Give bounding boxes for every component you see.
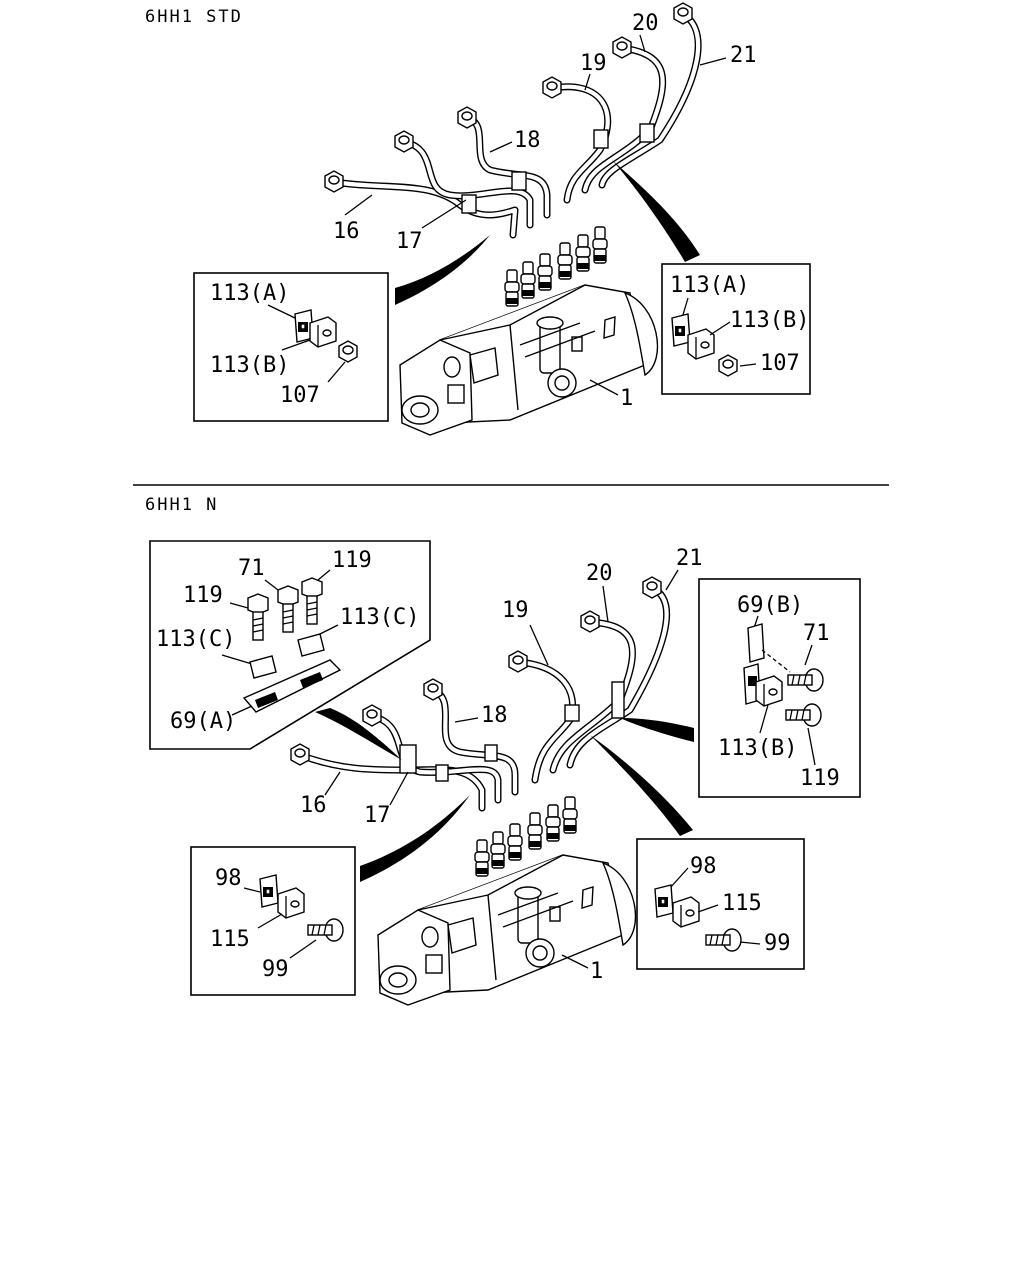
detail-pointer-bottomright-n (590, 735, 693, 836)
inset-bottomright-n: 98 115 99 (636, 838, 805, 970)
detail-pointer-topright-n (620, 718, 694, 742)
svg-text:99: 99 (764, 931, 791, 956)
svg-text:16: 16 (333, 219, 360, 244)
svg-text:113(C): 113(C) (340, 605, 419, 630)
svg-text:113(A): 113(A) (210, 281, 289, 306)
inset-bottomleft-n: 98 115 99 (190, 846, 356, 996)
svg-text:71: 71 (803, 621, 830, 646)
svg-text:69(A): 69(A) (170, 709, 236, 734)
inset-right-std: 113(A) 113(B) 107 (661, 263, 811, 395)
svg-text:98: 98 (215, 866, 242, 891)
svg-text:18: 18 (481, 703, 508, 728)
svg-text:20: 20 (586, 561, 613, 586)
svg-text:19: 19 (502, 598, 529, 623)
detail-pointer-bottomleft-n (360, 795, 470, 882)
injection-pipes-n (290, 576, 671, 812)
svg-text:20: 20 (632, 11, 659, 36)
svg-text:119: 119 (183, 583, 223, 608)
svg-text:107: 107 (760, 351, 800, 376)
svg-text:17: 17 (364, 803, 391, 828)
inset-left-std: 113(A) 113(B) 107 (193, 272, 389, 422)
svg-text:113(B): 113(B) (210, 353, 289, 378)
svg-text:113(A): 113(A) (670, 273, 749, 298)
svg-text:19: 19 (580, 51, 607, 76)
svg-text:71: 71 (238, 556, 265, 581)
svg-text:1: 1 (590, 959, 603, 984)
svg-text:113(B): 113(B) (718, 736, 797, 761)
svg-text:1: 1 (620, 386, 633, 411)
injection-pipes-std (324, 2, 702, 239)
svg-text:18: 18 (514, 128, 541, 153)
inset-topright-n: 69(B) 71 113(B) 119 (698, 578, 861, 798)
svg-text:115: 115 (722, 891, 762, 916)
svg-text:98: 98 (690, 854, 717, 879)
svg-text:115: 115 (210, 927, 250, 952)
svg-text:119: 119 (800, 766, 840, 791)
detail-pointer-right-std (612, 160, 700, 262)
detail-pointer-left-std (395, 235, 490, 305)
inset-topleft-n: 71 119 119 113(C) 113(C) 69(A) (149, 540, 431, 750)
svg-text:119: 119 (332, 548, 372, 573)
callouts-std: 16 17 18 19 20 21 1 (333, 11, 757, 411)
svg-text:107: 107 (280, 383, 320, 408)
svg-text:17: 17 (396, 229, 423, 254)
pump-assembly-std (399, 226, 659, 436)
svg-text:21: 21 (676, 546, 703, 571)
svg-text:69(B): 69(B) (737, 593, 803, 618)
svg-text:113(C): 113(C) (156, 627, 235, 652)
section-title-n: 6HH1 N (145, 495, 218, 515)
svg-text:99: 99 (262, 957, 289, 982)
callouts-n: 16 17 18 19 20 21 1 (300, 546, 703, 984)
svg-text:113(B): 113(B) (730, 308, 809, 333)
svg-text:16: 16 (300, 793, 327, 818)
section-title-std: 6HH1 STD (145, 7, 243, 27)
detail-pointer-topleft-n (315, 708, 402, 760)
svg-text:21: 21 (730, 43, 757, 68)
